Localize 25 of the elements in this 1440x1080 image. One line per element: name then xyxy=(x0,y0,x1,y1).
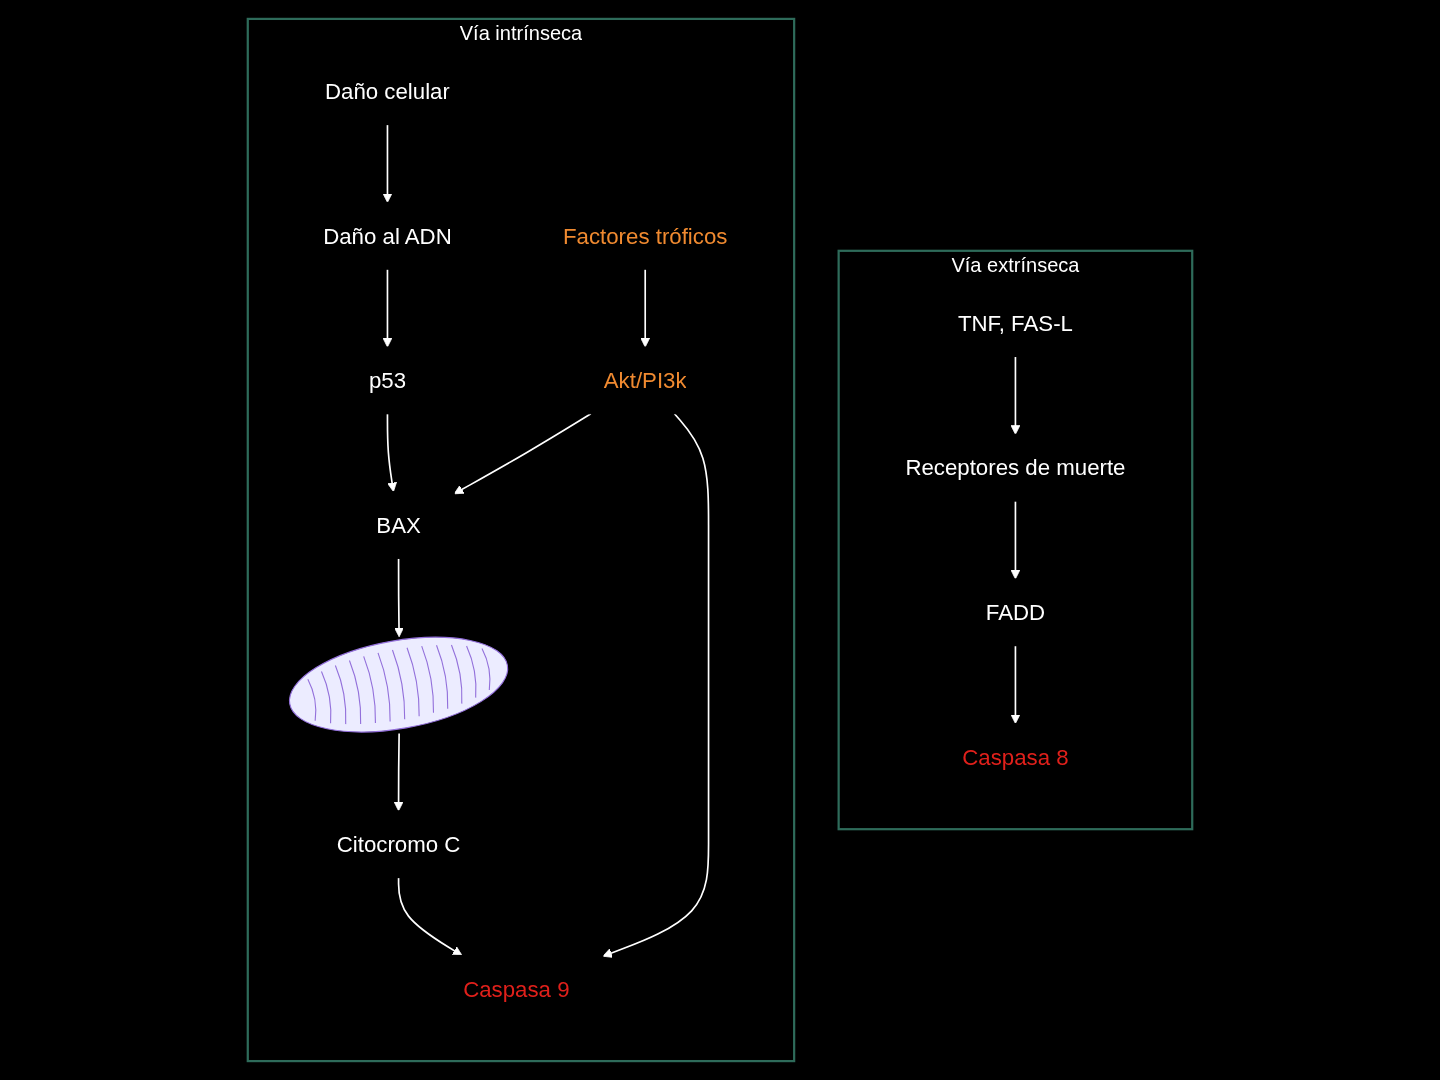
node-text: Caspasa 9 xyxy=(463,976,570,1002)
mitochondrion-drawing xyxy=(289,636,509,733)
node-text: p53 xyxy=(368,368,407,393)
arrow xyxy=(394,557,404,638)
node-text: Receptores de muerte xyxy=(905,455,1126,480)
node-text: Akt/PI3k xyxy=(603,368,687,393)
node-text: FADD xyxy=(985,600,1046,625)
arrow xyxy=(1010,644,1021,724)
arrow xyxy=(1010,355,1021,435)
node-text: Factores tróficos xyxy=(562,223,728,249)
arrow xyxy=(386,412,397,493)
arrow xyxy=(382,268,393,348)
node-text: Caspasa 8 xyxy=(962,744,1069,770)
arrow xyxy=(393,732,404,812)
arrow xyxy=(397,876,463,956)
node-text: BAX xyxy=(376,512,421,538)
node-text: TNF, FAS-L xyxy=(957,310,1073,336)
arrow xyxy=(382,123,393,203)
arrow xyxy=(1010,500,1021,580)
node-text: Daño al ADN xyxy=(323,223,452,249)
arrow xyxy=(602,412,710,958)
arrow xyxy=(640,268,651,348)
arrow xyxy=(453,412,592,495)
node-text: Daño celular xyxy=(325,78,450,104)
node-text: Citocromo C xyxy=(336,831,461,857)
